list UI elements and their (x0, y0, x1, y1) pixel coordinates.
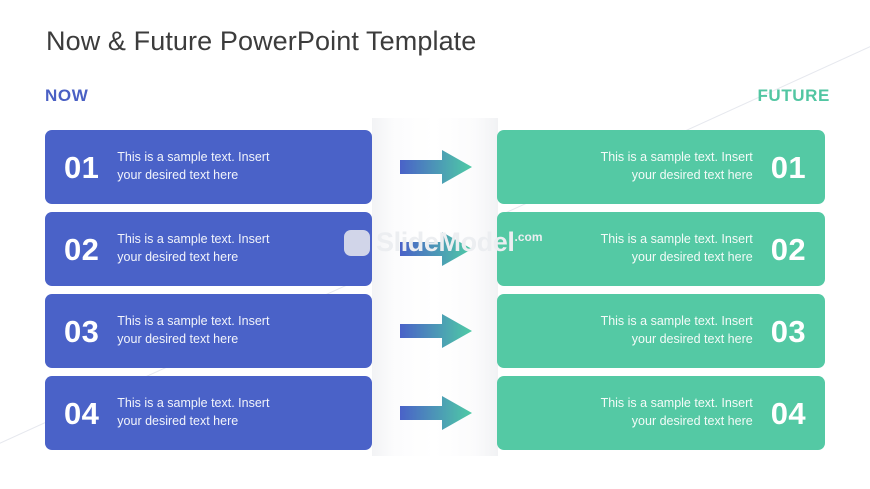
future-bar-text-line1: This is a sample text. Insert (600, 150, 753, 165)
now-bar-number: 01 (64, 149, 100, 185)
future-bar-text-line1: This is a sample text. Insert (600, 232, 753, 247)
future-bar-text-line2: your desired text here (631, 414, 753, 428)
now-bar-text-line1: This is a sample text. Insert (117, 232, 270, 247)
now-bar-text-line1: This is a sample text. Insert (117, 396, 270, 411)
future-bar[interactable]: This is a sample text. Insert your desire… (497, 376, 825, 450)
now-bar-text-line1: This is a sample text. Insert (117, 150, 270, 165)
now-bar-text-line2: your desired text here (117, 414, 239, 428)
now-bar-text-line2: your desired text here (117, 168, 239, 182)
comparison-row: 02 This is a sample text. Insert your desi… (0, 212, 870, 286)
comparison-row: 01 This is a sample text. Insert your desi… (0, 130, 870, 204)
right-arrow-icon (400, 232, 472, 266)
future-bar-text-line2: your desired text here (631, 250, 753, 264)
future-bar-text-line1: This is a sample text. Insert (600, 314, 753, 329)
future-bar-number: 04 (770, 395, 806, 431)
column-header-now: NOW (45, 86, 89, 105)
column-header-future: FUTURE (757, 86, 830, 105)
now-bar[interactable]: 02 This is a sample text. Insert your desi… (45, 212, 372, 286)
comparison-row: 03 This is a sample text. Insert your desi… (0, 294, 870, 368)
future-bar-text: This is a sample text. Insert your desire… (601, 313, 753, 349)
now-bar-text: This is a sample text. Insert your desire… (117, 231, 269, 267)
now-bar-text-line2: your desired text here (117, 250, 239, 264)
future-bar-text: This is a sample text. Insert your desire… (601, 231, 753, 267)
page-title: Now & Future PowerPoint Template (46, 26, 477, 56)
future-bar-number: 01 (770, 149, 806, 185)
now-bar[interactable]: 01 This is a sample text. Insert your desi… (45, 130, 372, 204)
now-bar-text-line1: This is a sample text. Insert (117, 314, 270, 329)
future-bar[interactable]: This is a sample text. Insert your desire… (497, 294, 825, 368)
now-bar-text: This is a sample text. Insert your desire… (117, 395, 269, 431)
right-arrow-icon (400, 314, 472, 348)
future-bar-text-line2: your desired text here (631, 332, 753, 346)
future-bar-number: 02 (770, 231, 806, 267)
right-arrow-icon (400, 396, 472, 430)
now-bar[interactable]: 04 This is a sample text. Insert your desi… (45, 376, 372, 450)
future-bar-text-line1: This is a sample text. Insert (600, 396, 753, 411)
future-bar-text: This is a sample text. Insert your desire… (601, 149, 753, 185)
future-bar-number: 03 (770, 313, 806, 349)
center-divider-panel (372, 118, 498, 456)
now-bar-number: 03 (64, 313, 100, 349)
future-bar-text-line2: your desired text here (631, 168, 753, 182)
now-bar-text: This is a sample text. Insert your desire… (117, 313, 269, 349)
now-bar-number: 02 (64, 231, 100, 267)
comparison-row: 04 This is a sample text. Insert your desi… (0, 376, 870, 450)
now-bar-text-line2: your desired text here (117, 332, 239, 346)
future-bar[interactable]: This is a sample text. Insert your desire… (497, 130, 825, 204)
now-bar-text: This is a sample text. Insert your desire… (117, 149, 269, 185)
right-arrow-icon (400, 150, 472, 184)
future-bar[interactable]: This is a sample text. Insert your desire… (497, 212, 825, 286)
now-bar[interactable]: 03 This is a sample text. Insert your desi… (45, 294, 372, 368)
future-bar-text: This is a sample text. Insert your desire… (601, 395, 753, 431)
now-bar-number: 04 (64, 395, 100, 431)
